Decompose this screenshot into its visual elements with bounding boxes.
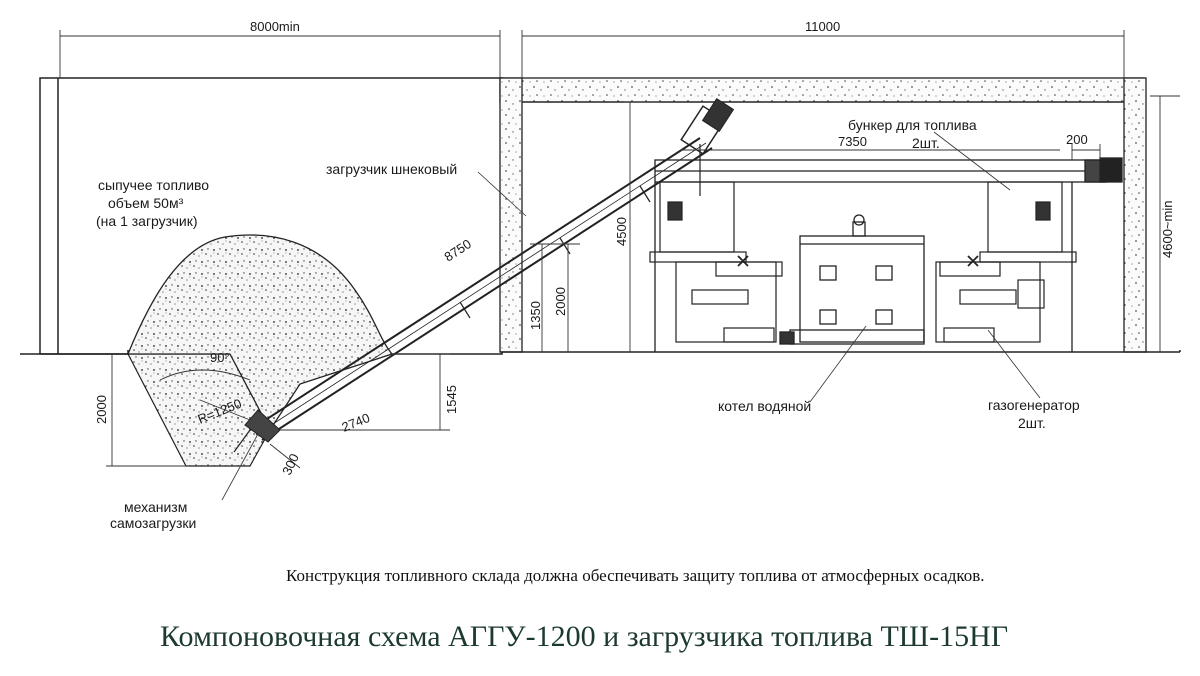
dim-hopper-span: 7350 bbox=[838, 134, 867, 149]
gasifier-right bbox=[935, 181, 1077, 343]
dim-angle: 90° bbox=[210, 350, 230, 365]
protection-note: Конструкция топливного склада должна обе… bbox=[286, 566, 985, 585]
dim-storage-width: 8000min bbox=[250, 19, 300, 34]
dimension-lines bbox=[59, 30, 1180, 469]
hopper-left bbox=[649, 181, 783, 343]
label-fuel-line3: (на 1 загрузчик) bbox=[96, 213, 198, 229]
fuel-pile bbox=[127, 234, 394, 432]
label-mech-line2: самозагрузки bbox=[110, 515, 196, 531]
dim-height-1350: 1350 bbox=[528, 301, 543, 330]
label-fuel-line2: объем 50м³ bbox=[108, 195, 184, 211]
dim-offset-200: 200 bbox=[1066, 132, 1088, 147]
diagram-drawing: 8000min 11000 8750 7350 200 4500 4600~mi… bbox=[20, 19, 1181, 531]
page-title: Компоновочная схема АГГУ-1200 и загрузчи… bbox=[160, 620, 1009, 653]
boiler bbox=[779, 214, 925, 345]
label-boiler: котел водяной bbox=[718, 398, 811, 414]
screw-loader bbox=[233, 97, 735, 453]
dim-height-2000-wall: 2000 bbox=[553, 287, 568, 316]
dim-base-length: 2740 bbox=[340, 410, 372, 435]
dim-pit-depth: 2000 bbox=[94, 395, 109, 424]
hopper-beam bbox=[654, 157, 1123, 352]
label-mech-line1: механизм bbox=[124, 499, 187, 515]
label-auger: загрузчик шнековый bbox=[326, 161, 457, 177]
dim-building-width: 11000 bbox=[805, 19, 840, 34]
dim-height-4600: 4600~min bbox=[1160, 201, 1175, 258]
leader-lines bbox=[221, 131, 1041, 501]
dim-height-4500: 4500 bbox=[614, 217, 629, 246]
dim-auger-rise: 1545 bbox=[444, 385, 459, 414]
label-gasgen-line1: газогенератор bbox=[988, 397, 1080, 413]
label-gasgen-line2: 2шт. bbox=[1018, 415, 1046, 431]
callout-texts: сыпучее топливо объем 50м³ (на 1 загрузч… bbox=[96, 117, 1080, 531]
dim-auger-length: 8750 bbox=[441, 236, 473, 264]
dim-base-offset: 300 bbox=[279, 451, 302, 477]
label-hopper-line2: 2шт. bbox=[912, 135, 940, 151]
label-hopper-line1: бункер для топлива bbox=[848, 117, 977, 133]
label-fuel-line1: сыпучее топливо bbox=[98, 177, 209, 193]
